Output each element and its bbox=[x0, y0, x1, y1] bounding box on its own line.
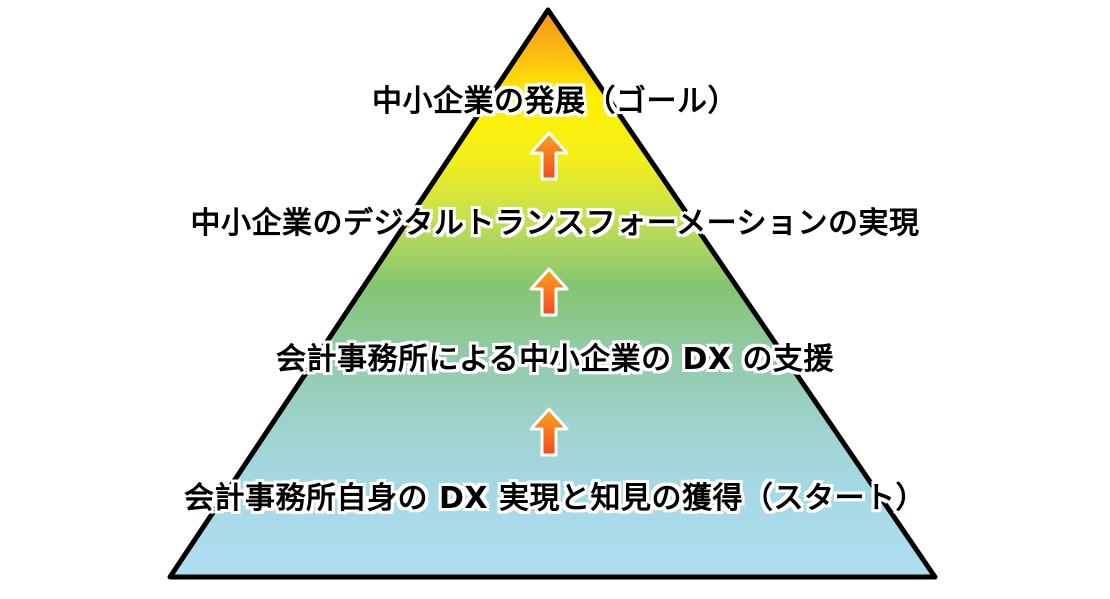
level-dx-realization-label: 中小企業のデジタルトランスフォーメーションの実現 bbox=[190, 206, 920, 241]
level-start-label: 会計事務所自身の DX 実現と知見の獲得（スタート） bbox=[184, 481, 926, 516]
up-arrow-icon bbox=[529, 407, 569, 457]
level-dx-support-label: 会計事務所による中小企業の DX の支援 bbox=[275, 342, 835, 377]
up-arrow-icon bbox=[529, 267, 569, 317]
level-goal-label: 中小企業の発展（ゴール） bbox=[372, 84, 738, 119]
up-arrow-icon bbox=[529, 131, 569, 181]
